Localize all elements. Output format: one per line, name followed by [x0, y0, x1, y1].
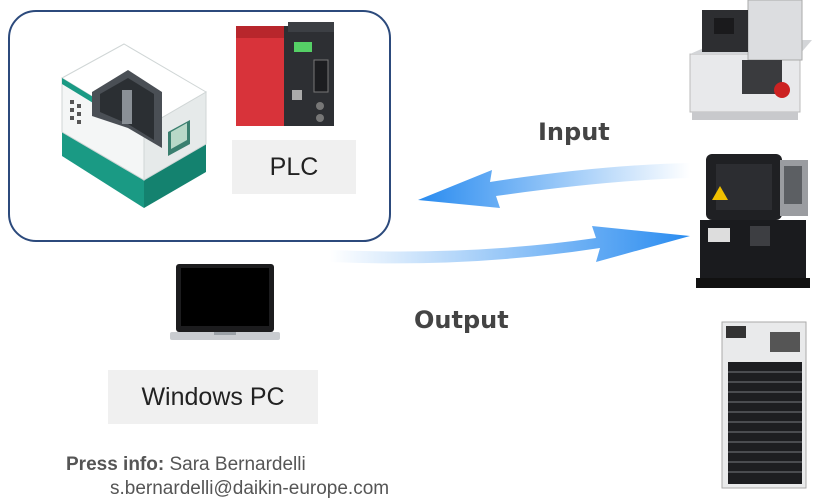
cnc-machine-icon — [61, 43, 207, 208]
press-info-name: Sara Bernardelli — [169, 454, 306, 475]
chiller-unit-icon — [721, 321, 807, 489]
input-label: Input — [538, 118, 610, 146]
output-label: Output — [414, 306, 509, 334]
press-info-heading: Press info: — [66, 454, 165, 475]
plc-label: PLC — [232, 140, 356, 194]
plc-icon — [236, 22, 334, 126]
hydraulic-unit-icon — [689, 0, 812, 120]
output-arrow-icon — [330, 226, 690, 264]
oil-cooler-unit-icon — [696, 154, 810, 288]
input-arrow-icon — [418, 163, 690, 208]
press-info-contact: s.bernardelli@daikin-europe.com — [110, 478, 390, 499]
press-info: Press info: Sara Bernardelli — [66, 454, 306, 476]
flow-arrows — [330, 163, 690, 264]
windows-pc-label: Windows PC — [108, 370, 318, 424]
laptop-icon — [170, 264, 280, 340]
